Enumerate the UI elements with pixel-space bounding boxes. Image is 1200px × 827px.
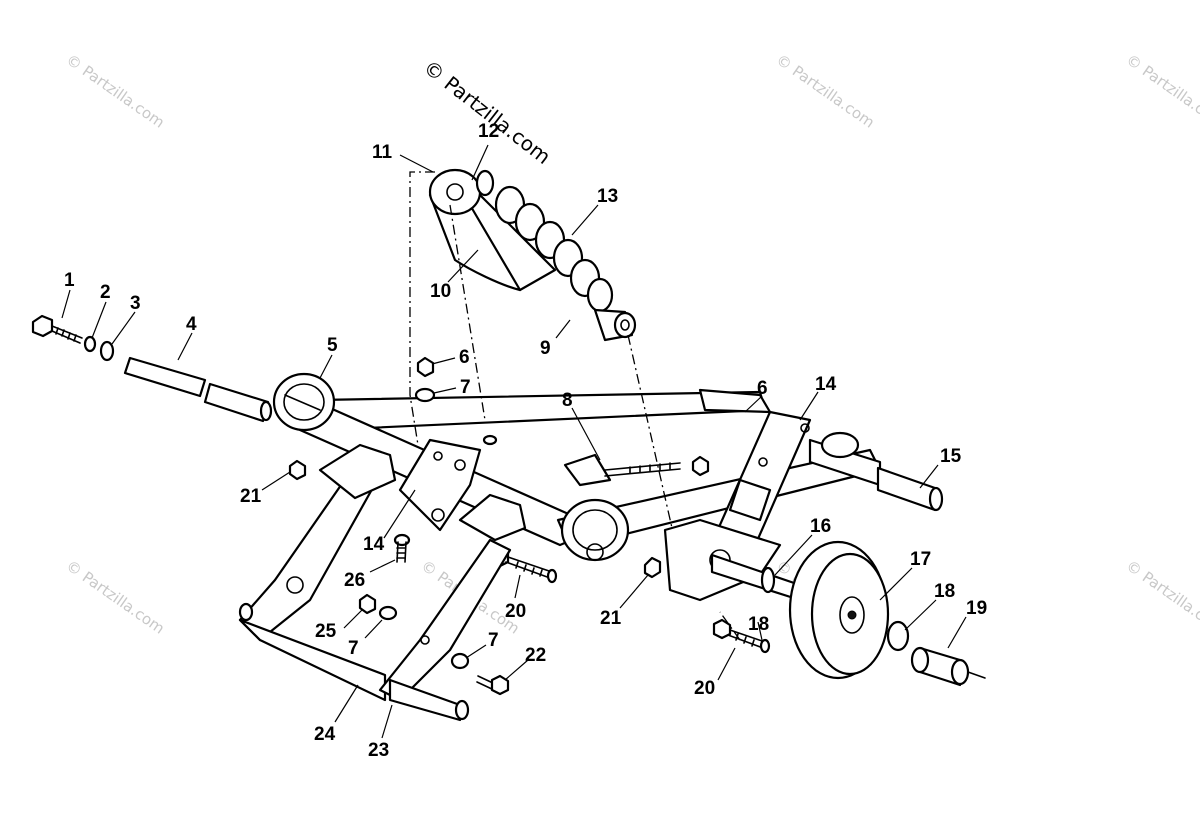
- callout-24: 24: [314, 724, 336, 745]
- callout-21: 21: [240, 486, 262, 507]
- part-washer-7-mid: [378, 605, 398, 621]
- part-wheel-shaft-16: [710, 553, 802, 602]
- part-bolt-22: [476, 674, 510, 696]
- callout-20: 20: [505, 601, 526, 622]
- callout-7: 7: [348, 638, 359, 659]
- callout-21: 21: [600, 608, 622, 629]
- callout-25: 25: [315, 621, 337, 642]
- callout-17: 17: [910, 549, 931, 570]
- part-bolt-14-lower: [393, 533, 411, 563]
- part-washer-7-low: [450, 652, 470, 670]
- callouts: 1 2 3 4 5 6 6 7 7 7 8 9 10 11 12 13 14 1…: [64, 121, 987, 761]
- part-bolt-1: [31, 314, 83, 344]
- part-wheel-17: [788, 540, 890, 680]
- part-frame-5: [272, 372, 767, 547]
- watermark: © Partzilla.com: [1123, 51, 1200, 132]
- watermark: © Partzilla.com: [773, 51, 878, 132]
- callout-20: 20: [694, 678, 715, 699]
- callout-7: 7: [488, 630, 499, 651]
- callout-19: 19: [966, 598, 987, 619]
- part-arm-left-24: [238, 463, 387, 702]
- callout-12: 12: [478, 121, 499, 142]
- callout-9: 9: [540, 338, 551, 359]
- watermarks: © Partzilla.com © Partzilla.com © Partzi…: [63, 51, 1200, 638]
- part-washer-3: [99, 340, 115, 362]
- part-rod-8: [563, 453, 681, 487]
- callout-16: 16: [810, 516, 831, 537]
- leader-lines: [61, 144, 967, 739]
- callout-4: 4: [186, 314, 197, 335]
- part-nut-21-left: [288, 459, 307, 481]
- callout-2: 2: [100, 282, 111, 303]
- part-spacer-19: [910, 646, 986, 687]
- part-shock-absorber: [428, 168, 637, 342]
- callout-6: 6: [459, 347, 470, 368]
- center-lines: [409, 171, 741, 641]
- part-rear-tube: [556, 448, 882, 562]
- callout-15: 15: [940, 446, 962, 467]
- callout-5: 5: [327, 335, 338, 356]
- callout-14: 14: [815, 374, 837, 395]
- part-washer-18: [886, 620, 910, 652]
- part-spacer-tube-4: [123, 356, 273, 423]
- callout-6: 6: [757, 378, 768, 399]
- part-nut-6-left: [416, 356, 435, 378]
- callout-18: 18: [748, 614, 769, 635]
- part-arm-left-23: [378, 538, 512, 722]
- part-brackets: [318, 434, 527, 542]
- watermark: © Partzilla.com: [63, 557, 168, 638]
- watermark: © Partzilla.com: [63, 51, 168, 132]
- callout-22: 22: [525, 645, 546, 666]
- copyright-text: © Partzilla.com: [419, 55, 555, 169]
- part-washer-7-top: [414, 387, 436, 403]
- callout-11: 11: [372, 142, 393, 163]
- callout-7: 7: [460, 377, 471, 398]
- part-bolt-20-right: [712, 618, 771, 654]
- part-nut-25: [358, 593, 377, 615]
- callout-1: 1: [64, 270, 75, 291]
- callout-14: 14: [363, 534, 385, 555]
- part-axle-15: [808, 431, 944, 512]
- watermark: © Partzilla.com: [1123, 557, 1200, 638]
- part-nut-6-right: [691, 455, 710, 477]
- callout-23: 23: [368, 740, 389, 761]
- part-washer-2: [83, 335, 97, 353]
- callout-10: 10: [430, 281, 451, 302]
- callout-18: 18: [934, 581, 955, 602]
- callout-26: 26: [344, 570, 365, 591]
- callout-13: 13: [597, 186, 618, 207]
- callout-8: 8: [562, 390, 573, 411]
- callout-3: 3: [130, 293, 141, 314]
